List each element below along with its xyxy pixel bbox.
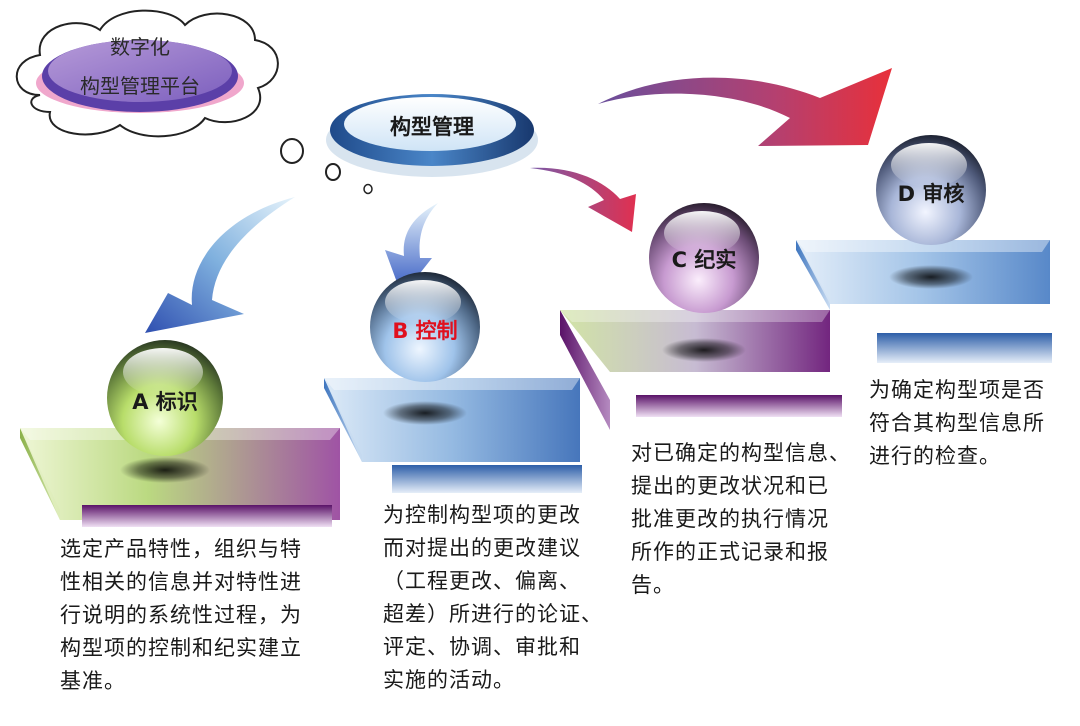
- step-a-desc-line: 构型项的控制和纪实建立: [60, 636, 302, 660]
- step-b-label: B 控制: [392, 319, 457, 343]
- thought-bubbles: [280, 138, 373, 195]
- hub-disc: [326, 94, 538, 177]
- step-a-desc-line: 性相关的信息并对特性进: [60, 570, 302, 594]
- arrow-to-b: [385, 203, 438, 296]
- arrow-to-d: [598, 68, 892, 146]
- step-d-platform: [796, 240, 1052, 363]
- step-a-desc-line: 基准。: [60, 669, 126, 693]
- step-b-desc-line: 实施的活动。: [383, 668, 515, 692]
- step-d-desc-line: 进行的检查。: [869, 444, 1001, 468]
- step-b-desc-line: 而对提出的更改建议: [383, 536, 581, 560]
- step-c-desc-line: 告。: [631, 573, 675, 597]
- step-b-desc-line: 为控制构型项的更改: [383, 503, 581, 527]
- step-b-description: 为控制构型项的更改 而对提出的更改建议 （工程更改、偏离、 超差）所进行的论证、…: [383, 499, 603, 697]
- platform-title-line1: 数字化: [110, 35, 170, 59]
- step-d-desc-line: 符合其构型信息所: [869, 411, 1045, 435]
- step-a-sphere: [107, 340, 223, 456]
- step-b-desc-line: 超差）所进行的论证、: [383, 602, 603, 626]
- hub-label: 构型管理: [390, 115, 474, 139]
- arrow-to-a: [145, 197, 295, 333]
- step-c-sphere: [649, 203, 759, 313]
- step-a-desc-line: 选定产品特性，组织与特: [60, 537, 302, 561]
- step-a-desc-line: 行说明的系统性过程，为: [60, 603, 302, 627]
- digital-platform-disc: [36, 40, 244, 113]
- step-c-desc-line: 所作的正式记录和报: [631, 540, 829, 564]
- step-d-desc-line: 为确定构型项是否: [869, 378, 1045, 402]
- step-c-platform: [560, 310, 842, 430]
- step-b-desc-line: 评定、协调、审批和: [383, 635, 581, 659]
- step-d-label: D 审核: [898, 182, 965, 206]
- step-b-desc-line: （工程更改、偏离、: [383, 569, 581, 593]
- step-c-label: C 纪实: [672, 248, 737, 272]
- step-d-shadow: [889, 265, 973, 289]
- step-a-description: 选定产品特性，组织与特 性相关的信息并对特性进 行说明的系统性过程，为 构型项的…: [60, 533, 302, 698]
- step-c-desc-line: 对已确定的构型信息、: [631, 441, 851, 465]
- step-b-shadow: [383, 401, 467, 425]
- step-b-platform: [324, 378, 582, 493]
- step-a-label: A 标识: [132, 390, 198, 414]
- platform-title-line2: 构型管理平台: [80, 74, 200, 98]
- step-b-sphere: [370, 272, 480, 382]
- step-d-sphere: [876, 135, 986, 245]
- step-c-description: 对已确定的构型信息、 提出的更改状况和已 批准更改的执行情况 所作的正式记录和报…: [631, 437, 851, 602]
- step-c-desc-line: 提出的更改状况和已: [631, 474, 829, 498]
- step-c-shadow: [662, 338, 746, 362]
- step-d-description: 为确定构型项是否 符合其构型信息所 进行的检查。: [869, 374, 1045, 473]
- step-a-shadow: [120, 457, 210, 483]
- step-c-desc-line: 批准更改的执行情况: [631, 507, 829, 531]
- arrow-to-c: [530, 167, 636, 232]
